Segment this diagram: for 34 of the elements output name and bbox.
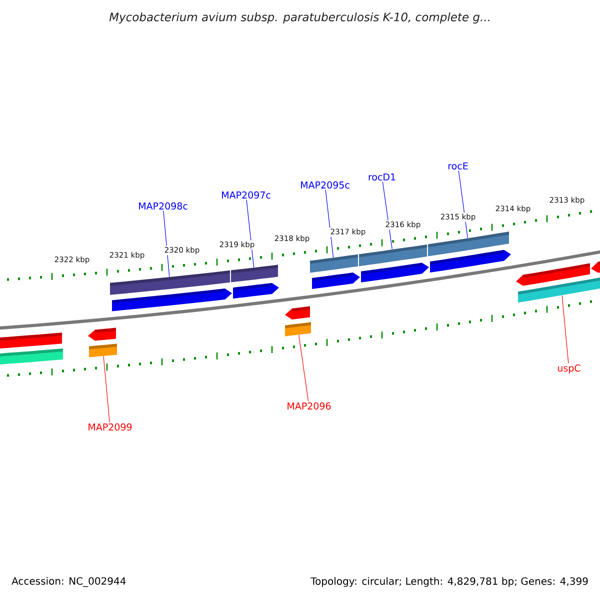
gene-feature — [516, 263, 590, 286]
gene-feature — [591, 260, 600, 273]
gene-feature — [112, 288, 232, 312]
leader-line — [382, 181, 392, 250]
gene-feature — [430, 250, 511, 272]
footer-text: Accession: NC_002944 — [12, 577, 126, 587]
gene-label: uspC — [558, 364, 580, 374]
gene-feature — [428, 232, 509, 256]
gene-label: rocE — [448, 162, 468, 170]
leader-line — [103, 356, 110, 423]
gene-feature — [231, 264, 278, 282]
gene-feature — [310, 254, 358, 273]
footer-text: Topology: circular; Length: 4,829,781 bp; Genes: 4,399 — [310, 577, 588, 587]
gene-feature — [518, 276, 600, 303]
gene-feature — [110, 270, 230, 295]
gene-feature — [361, 262, 429, 282]
gene-label: rocD1 — [368, 173, 396, 181]
gene-feature — [285, 322, 311, 336]
gene-feature — [233, 283, 279, 299]
gene-label: MAP2098c — [139, 202, 188, 210]
gene-feature — [312, 272, 360, 289]
leader-line — [562, 295, 569, 364]
gene-feature — [88, 328, 116, 341]
gene-feature — [0, 332, 62, 349]
gene-feature — [359, 244, 427, 266]
gene-feature — [89, 344, 117, 358]
gene-label: MAP2096 — [288, 402, 331, 410]
gene-feature — [285, 306, 310, 320]
gene-label: MAP2097c — [222, 191, 270, 199]
gene-feature — [0, 348, 63, 365]
title: Mycobacterium avium subsp. paratuberculosis K-10, complete g... — [109, 12, 490, 24]
gene-label: MAP2095c — [301, 181, 350, 189]
leader-line — [298, 334, 309, 402]
gene-label: MAP2099 — [88, 423, 132, 431]
